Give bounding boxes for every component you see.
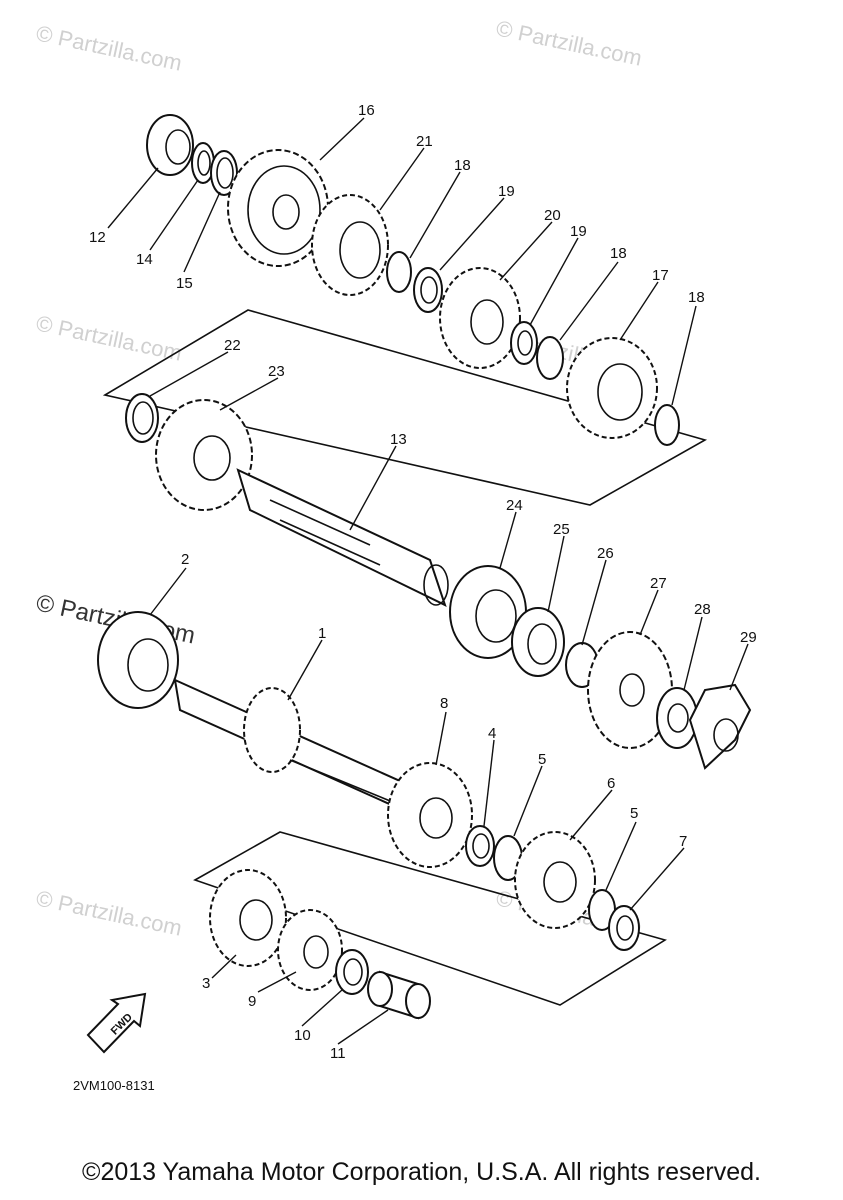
callout-5: 5 [538,751,546,768]
callout-1: 1 [318,625,326,642]
nut-29 [688,683,752,770]
washer-19b [510,321,538,365]
watermarks: © Partzilla.com © Partzilla.com © Partzi… [34,15,644,940]
circlip-15 [210,150,238,196]
washer-19 [413,267,443,313]
gear-17 [566,337,658,439]
gear-6 [514,831,596,929]
callout-5b: 5 [630,805,638,822]
bearing-2 [97,611,179,709]
washer-22 [125,393,159,443]
callout-29: 29 [740,629,757,646]
needle-bearing-11 [367,970,431,1020]
gear-23 [155,399,253,511]
callout-7: 7 [679,833,687,850]
callout-10: 10 [294,1027,311,1044]
callout-9: 9 [248,993,256,1010]
callout-24: 24 [506,497,523,514]
washer-10 [335,949,369,995]
callout-labels: 1 2 3 4 5 6 7 8 9 10 11 12 13 14 15 16 1… [89,102,757,1062]
copyright-notice: ©2013 Yamaha Motor Corporation, U.S.A. A… [82,1158,761,1186]
callout-8: 8 [440,695,448,712]
callout-14: 14 [136,251,153,268]
gear-9 [277,909,343,991]
callout-16: 16 [358,102,375,119]
callout-18c: 18 [688,289,705,306]
main-axle-13 [236,468,449,607]
callout-12: 12 [89,229,106,246]
watermark: © Partzilla.com [34,310,184,365]
callout-4: 4 [488,725,496,742]
gear-21 [311,194,389,296]
gear-3 [209,869,287,967]
bearing-12 [146,114,194,176]
upper-shaft-frame [102,309,708,506]
fwd-arrow-icon: FWD [86,992,147,1054]
leader-lines [107,117,749,1045]
callout-22: 22 [224,337,241,354]
callout-18b: 18 [610,245,627,262]
oil-seal-25 [511,607,565,677]
callout-23: 23 [268,363,285,380]
callout-2: 2 [181,551,189,568]
washer-4 [465,825,495,867]
circlip-18b [536,336,564,380]
watermark: © Partzilla.com [34,20,184,75]
watermark: © Partzilla.com [494,15,644,70]
washer-7 [608,905,640,951]
drive-axle-1 [173,678,427,822]
callout-20: 20 [544,207,561,224]
callout-18: 18 [454,157,471,174]
callout-19b: 19 [570,223,587,240]
callout-15: 15 [176,275,193,292]
callout-17: 17 [652,267,669,284]
lower-shaft-frame [193,831,667,1006]
callout-27: 27 [650,575,667,592]
callout-19: 19 [498,183,515,200]
callout-28: 28 [694,601,711,618]
diagram-code: 2VM100-8131 [73,1078,155,1093]
callout-6: 6 [607,775,615,792]
callout-25: 25 [553,521,570,538]
callout-26: 26 [597,545,614,562]
callout-21: 21 [416,133,433,150]
callout-3: 3 [202,975,210,992]
gear-8 [387,762,473,868]
watermark: © Partzilla.com [34,885,184,940]
gear-20 [439,267,521,369]
circlip-18 [386,251,412,293]
callout-11: 11 [330,1045,346,1062]
callout-13: 13 [390,431,407,448]
circlip-18c [654,404,680,446]
